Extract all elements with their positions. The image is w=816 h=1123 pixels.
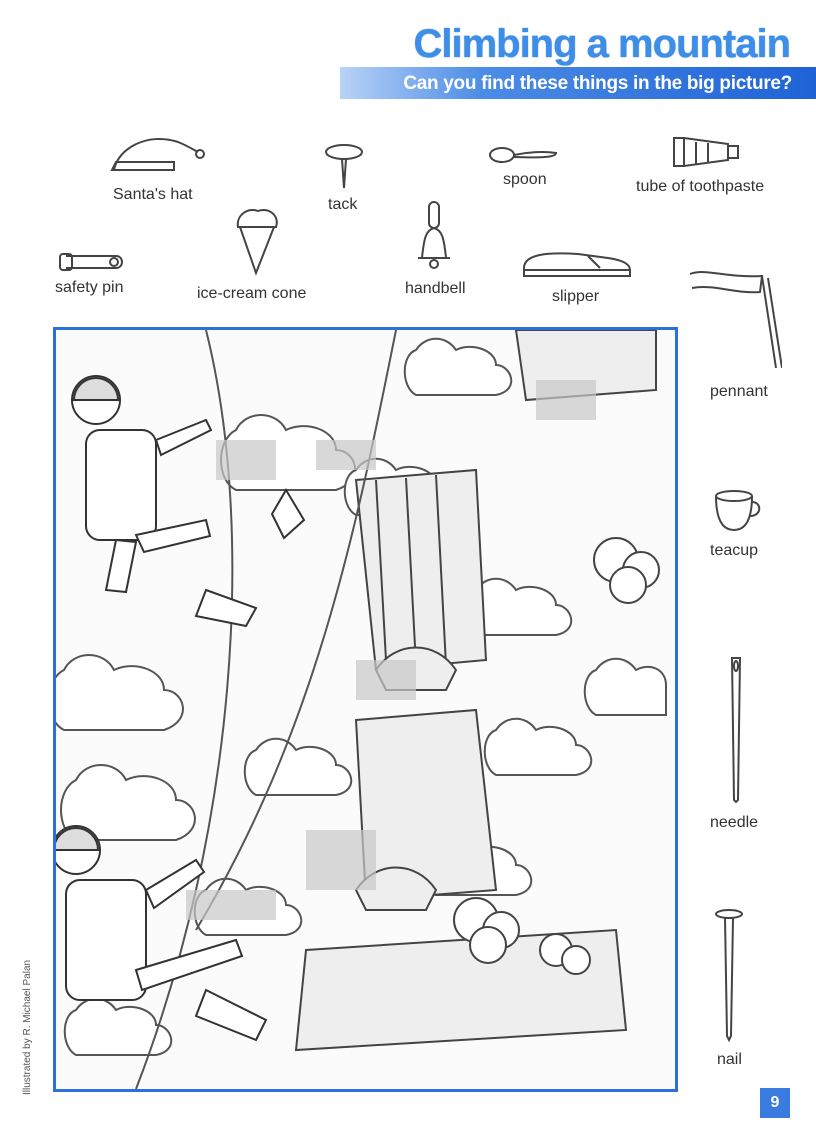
toothpaste-icon[interactable] bbox=[670, 134, 746, 170]
tack-icon[interactable] bbox=[322, 142, 366, 192]
safety-pin-icon[interactable] bbox=[56, 250, 128, 274]
label-pennant: pennant bbox=[710, 383, 768, 400]
santas-hat-icon[interactable] bbox=[108, 128, 208, 178]
page-number-badge: 9 bbox=[760, 1088, 790, 1118]
label-needle: needle bbox=[710, 814, 759, 831]
slipper-icon[interactable] bbox=[518, 242, 636, 282]
hidden-picture-scene[interactable] bbox=[53, 327, 678, 1092]
label-santas-hat: Santa's hat bbox=[113, 186, 193, 203]
nail-icon[interactable] bbox=[712, 906, 746, 1042]
label-handbell: handbell bbox=[405, 280, 466, 297]
label-spoon: spoon bbox=[503, 171, 547, 188]
teacup-icon[interactable] bbox=[712, 488, 764, 534]
label-toothpaste: tube of toothpaste bbox=[636, 178, 765, 195]
label-tack: tack bbox=[328, 196, 358, 213]
handbell-icon[interactable] bbox=[414, 198, 454, 274]
needle-icon[interactable] bbox=[726, 654, 746, 804]
label-ice-cream: ice-cream cone bbox=[197, 285, 307, 302]
mountain-scene-illustration bbox=[56, 330, 667, 1089]
subtitle-bar bbox=[340, 67, 816, 99]
ice-cream-icon[interactable] bbox=[232, 205, 282, 277]
page-title: Climbing a mountain bbox=[413, 22, 791, 66]
page-subtitle: Can you find these things in the big pic… bbox=[403, 73, 792, 94]
illustrator-credit: Illustrated by R. Michael Palan bbox=[22, 959, 33, 1095]
pennant-icon[interactable] bbox=[686, 262, 782, 372]
label-nail: nail bbox=[717, 1051, 742, 1068]
label-safety-pin: safety pin bbox=[55, 279, 124, 296]
label-slipper: slipper bbox=[552, 288, 600, 305]
label-teacup: teacup bbox=[710, 542, 759, 559]
spoon-icon[interactable] bbox=[488, 142, 560, 168]
